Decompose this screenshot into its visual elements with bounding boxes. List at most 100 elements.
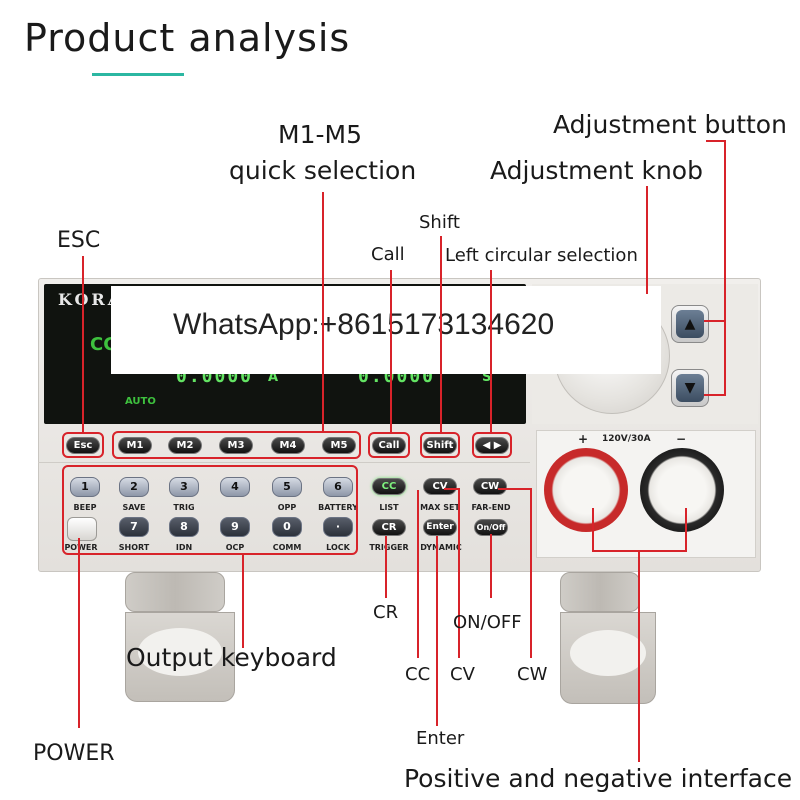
label-opp: OPP [277,503,297,512]
knob-line [646,186,648,294]
brand-logo: KORA [58,290,124,309]
display-auto: AUTO [125,396,156,407]
call-highlight [368,432,410,458]
cv-connector [444,488,460,490]
cr-line [385,536,387,598]
watermark-box [111,286,661,374]
callout-enter: Enter [416,728,465,749]
right-foot-hole [570,630,646,676]
terminal-plus-sign: + [578,432,589,446]
m2-key[interactable]: M2 [168,437,202,454]
adj-down-connector [704,394,726,396]
page-title: Product analysis [24,16,351,60]
label-power: POWER [64,543,98,552]
label-max-set: MAX SET [420,503,460,512]
arrow-up-icon: ▲ [676,310,704,338]
title-underline [92,73,184,76]
display-second-unit: S [482,370,492,385]
callout-positive-negative: Positive and negative interface [404,764,793,793]
left-right-key[interactable]: ◀ ▶ [475,437,509,454]
power-line [78,538,80,728]
m-keys-highlight [112,431,361,459]
cr-key[interactable]: CR [372,519,406,536]
left-foot-top [125,572,225,612]
cc-key[interactable]: CC [372,478,406,495]
keyboard-highlight [62,465,358,555]
label-list: LIST [379,503,399,512]
terminal-rating: 120V/30A [602,434,651,444]
label-battery: BATTERY [318,503,358,512]
terminal-line [638,550,640,762]
enter-key[interactable]: Enter [423,519,457,536]
terminal-minus-sign: − [676,432,687,446]
shift-highlight [420,432,460,458]
label-ocp: OCP [225,543,245,552]
label-trigger: TRIGGER [369,543,409,552]
callout-cr: CR [373,602,399,623]
key-1[interactable]: 1 [70,477,100,497]
m3-key[interactable]: M3 [219,437,253,454]
watermark-text: WhatsApp:+8615173134620 [173,308,555,341]
key-6[interactable]: 6 [323,477,353,497]
cv-line [458,488,460,658]
label-beep: BEEP [73,503,97,512]
key-9[interactable]: 9 [220,517,250,537]
positive-terminal[interactable] [544,448,628,532]
label-trig: TRIG [173,503,195,512]
callout-output-keyboard: Output keyboard [126,643,337,672]
adj-button-tick [706,140,726,142]
callout-cv: CV [450,664,475,685]
cw-connector [498,488,532,490]
esc-highlight [62,432,104,458]
adj-up-connector [704,320,726,322]
cv-key[interactable]: CV [423,478,457,495]
left-right-highlight [472,432,512,458]
callout-adjustment-knob: Adjustment knob [490,156,703,185]
callout-esc: ESC [57,228,101,253]
key-5[interactable]: 5 [272,477,302,497]
cc-line [417,490,419,658]
callout-power: POWER [33,741,115,766]
pos-terminal-line [592,508,594,552]
left-foot-hole [138,628,222,676]
power-button[interactable] [67,517,97,541]
key-dot[interactable]: · [323,517,353,537]
call-key[interactable]: Call [372,437,406,454]
cw-key[interactable]: CW [473,478,507,495]
esc-key[interactable]: Esc [66,437,100,454]
panel-divider [38,462,530,463]
adjust-down-button[interactable]: ▼ [671,369,709,407]
m1-key[interactable]: M1 [118,437,152,454]
callout-shift: Shift [419,212,460,233]
on-off-line [490,534,492,598]
negative-terminal[interactable] [640,448,724,532]
arrow-down-icon: ▼ [676,374,704,402]
label-idn: IDN [175,543,193,552]
callout-adjustment-button: Adjustment button [553,110,787,139]
label-short: SHORT [118,543,150,552]
adj-button-line [724,140,726,396]
key-8[interactable]: 8 [169,517,199,537]
display-current-unit: A [268,370,279,385]
key-2[interactable]: 2 [119,477,149,497]
m5-key[interactable]: M5 [322,437,356,454]
key-0[interactable]: 0 [272,517,302,537]
key-3[interactable]: 3 [169,477,199,497]
m4-key[interactable]: M4 [271,437,305,454]
output-keyboard-line [242,555,244,648]
label-save: SAVE [122,503,146,512]
m-keys-line [322,192,324,431]
callout-call: Call [371,244,405,265]
callout-cc: CC [405,664,431,685]
callout-cw: CW [517,664,548,685]
adjust-up-button[interactable]: ▲ [671,305,709,343]
call-line [390,270,392,432]
left-circular-line [490,270,492,432]
key-4[interactable]: 4 [220,477,250,497]
enter-line [436,536,438,726]
key-7[interactable]: 7 [119,517,149,537]
esc-line [82,256,84,432]
shift-key[interactable]: Shift [423,437,457,454]
display-mode: CC [90,334,117,355]
label-lock: LOCK [326,543,350,552]
